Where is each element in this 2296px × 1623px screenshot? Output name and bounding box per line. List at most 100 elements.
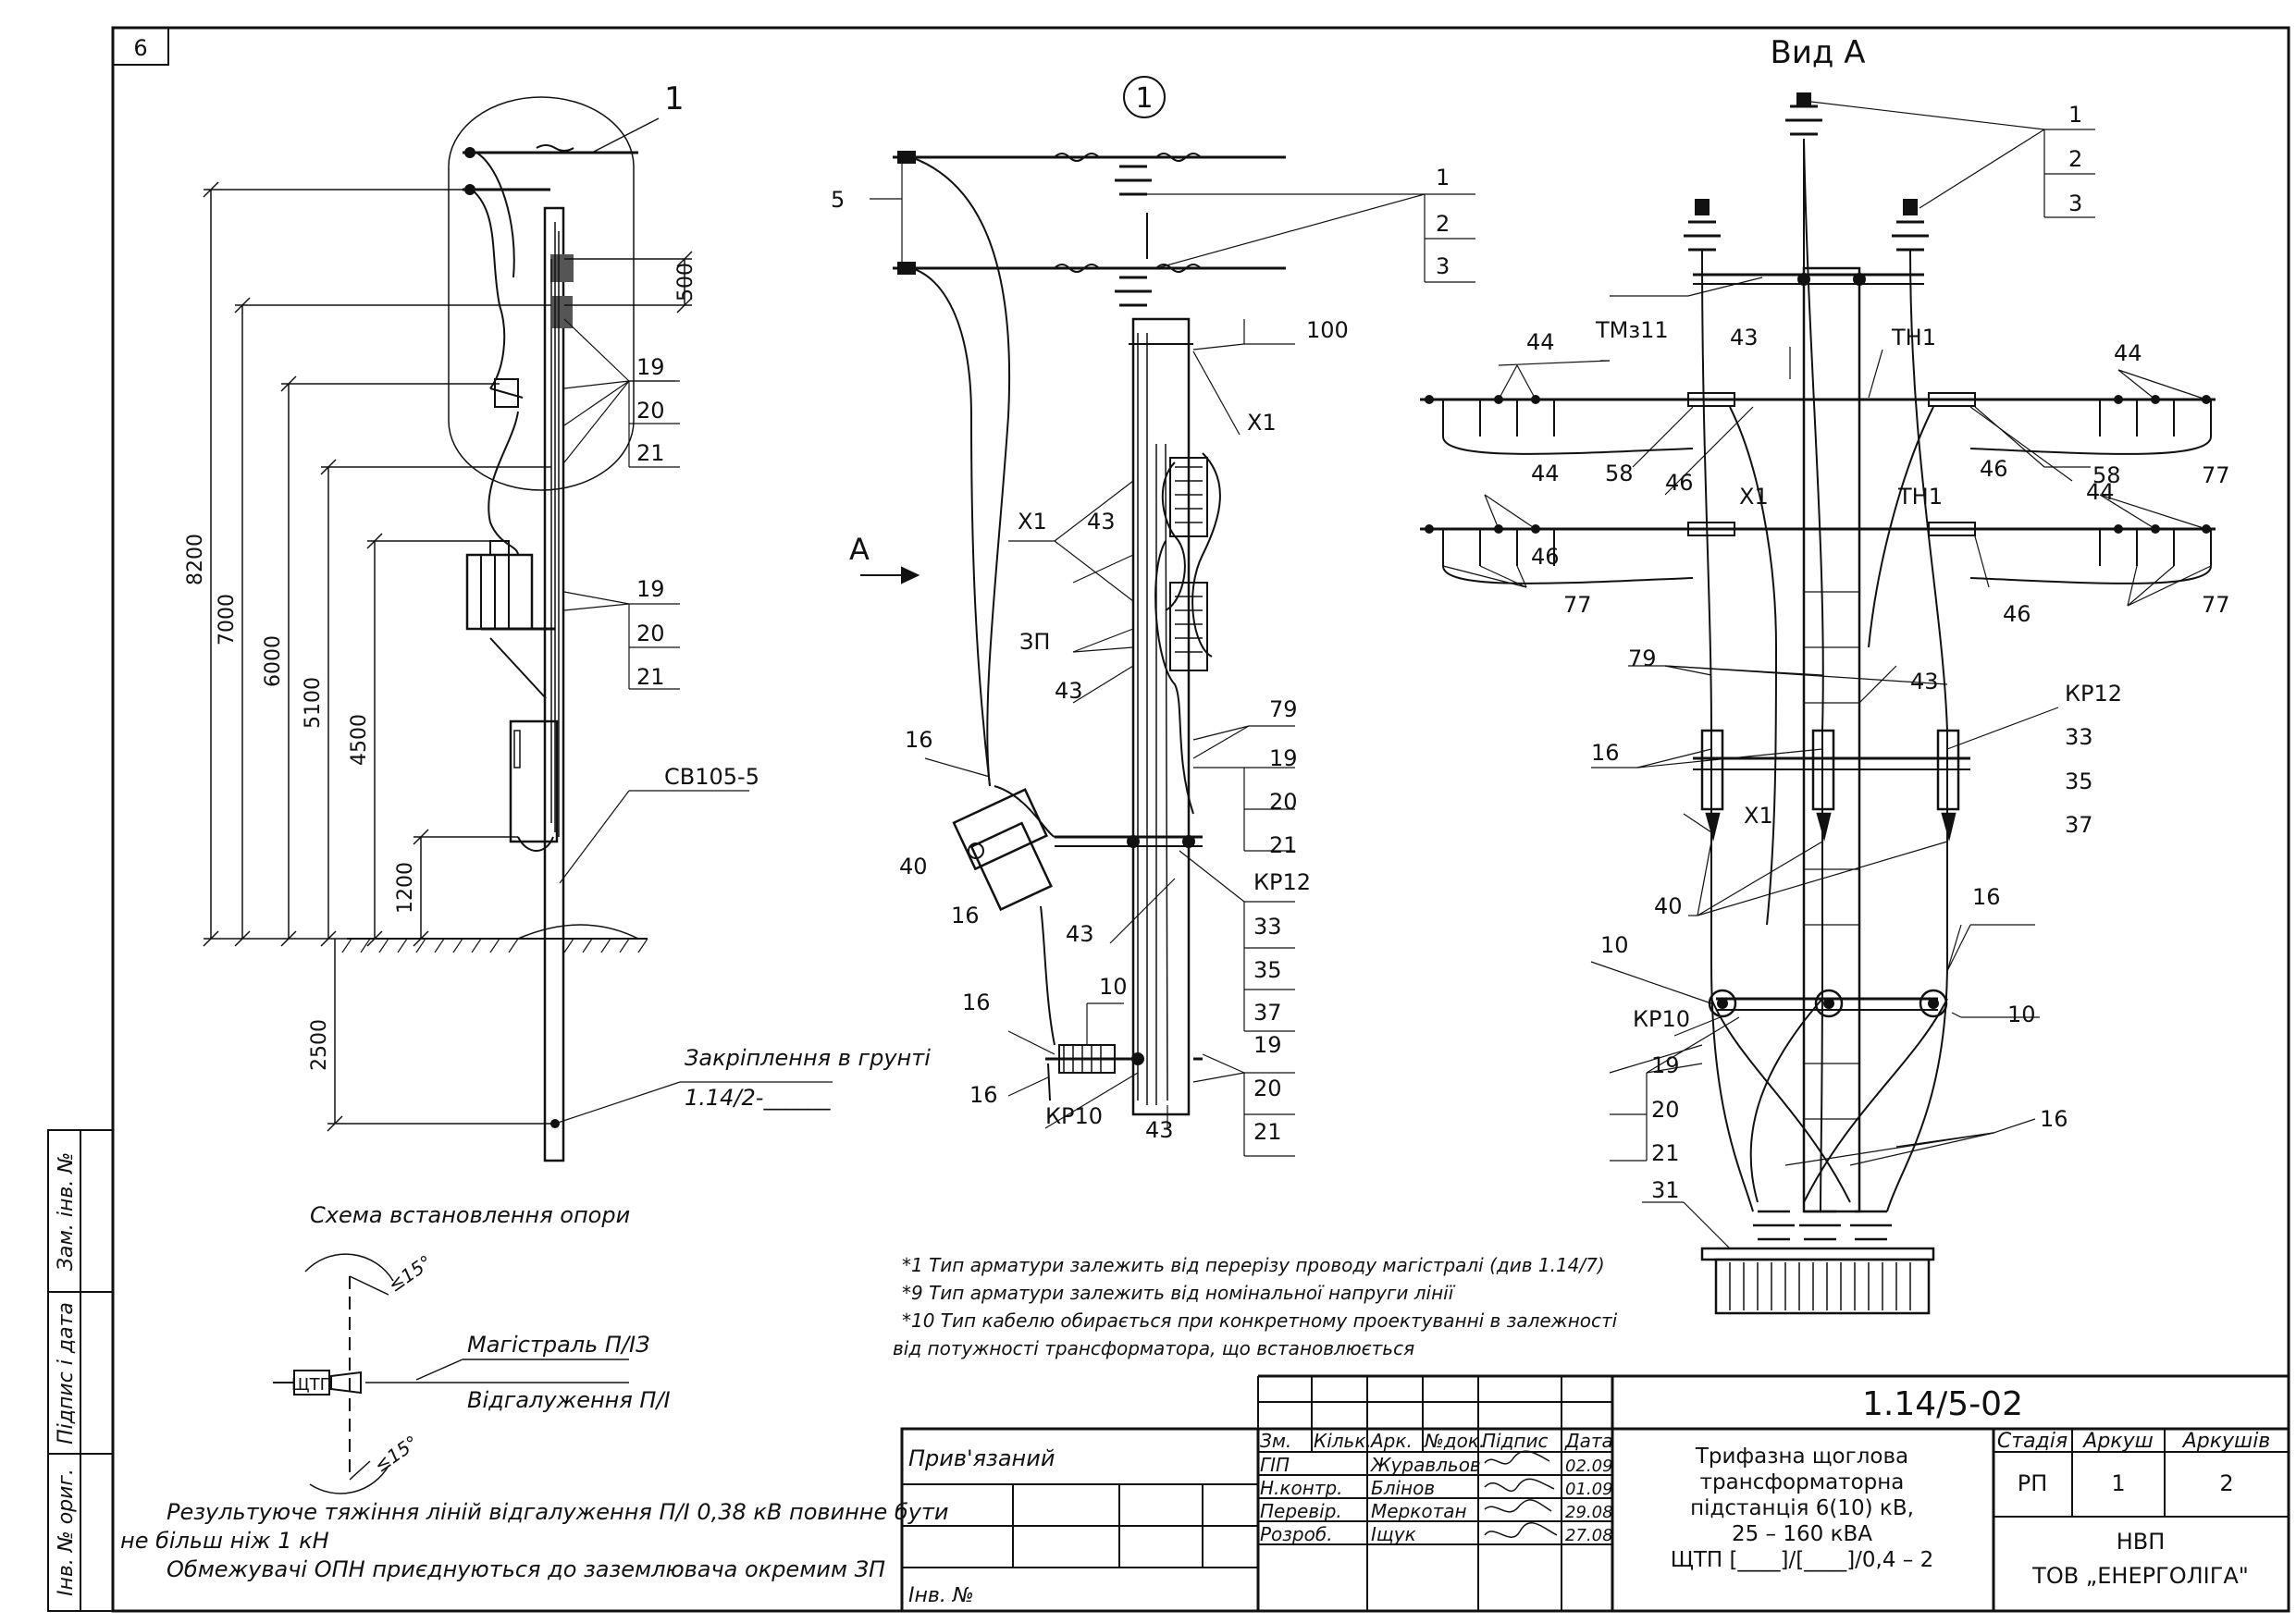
ref-19-b: 19 [1253,1032,1282,1058]
sheet-corner-box [112,27,169,66]
ground-fix-ref: 1.14/2-______ [685,1085,831,1111]
plan-angle-top: ≤15° [384,1250,437,1297]
sheet-corner-number: 6 [133,35,147,61]
callout-number-middle: 1 [1135,82,1153,115]
ref-20-upper: 20 [636,398,665,424]
tb-header-doc: №док. [1424,1430,1485,1452]
dim-8200: 8200 [184,534,207,585]
view-a-ref-31: 31 [1651,1177,1680,1203]
tb-name-4: Іщук [1371,1523,1416,1545]
view-a-ref-58-a: 58 [1605,461,1634,486]
tb-desc-3: підстанція 6(10) кВ, [1690,1496,1914,1520]
dim-7000: 7000 [216,594,239,646]
pole-type-label: СВ105-5 [664,764,759,790]
tb-header-kilk: Кільк. [1314,1430,1372,1452]
dim-5100: 5100 [302,677,325,729]
view-a-ref-10-b: 10 [2007,1002,2036,1027]
clamp-group-lower [1169,582,1208,671]
tb-inv-no: Інв. № [908,1584,974,1607]
footnote-9: *9 Тип арматури залежить від номінальної… [902,1282,1456,1304]
pole-scheme-caption: Схема встановлення опори [310,1202,630,1228]
stamp-sign-date: Підпис і дата [55,1302,78,1445]
view-a-ref-33: 33 [2065,724,2093,750]
plan-branch-line: Відгалуження П/І [467,1387,671,1413]
callout-number-left: 1 [664,80,685,117]
dim-1200: 1200 [394,862,417,914]
stamp-replace-inv: Зам. інв. № [55,1152,78,1272]
view-a-ref-2: 2 [2068,146,2082,172]
view-a-title: Вид А [1771,34,1866,71]
ref-20-a: 20 [1269,789,1298,815]
ref-5: 5 [831,187,845,213]
view-a-ref-43-b: 43 [1910,669,1939,695]
ground-fix-title: Закріплення в грунті [685,1045,931,1071]
ref-2: 2 [1436,211,1450,237]
tb-stage-label: Стадія [1997,1430,2068,1453]
tb-org-1: НВП [2117,1529,2166,1555]
stamp-orig-inv: Інв. № ориг. [55,1469,78,1596]
ref-100: 100 [1306,317,1349,343]
view-a-ref-16-c: 16 [2040,1106,2068,1132]
tb-header-ark: Арк. [1369,1430,1413,1452]
transformer-side [465,553,534,631]
ref-43-b: 43 [1055,678,1083,704]
fuse-cutouts [1700,729,1960,842]
view-a-ref-77-c: 77 [2202,592,2230,618]
view-a-ref-44-a: 44 [1526,329,1555,355]
ref-40: 40 [899,854,928,879]
ref-19-a: 19 [1269,745,1298,771]
tb-org-2: ТОВ „ЕНЕРГОЛІГА" [2031,1563,2249,1589]
view-a-ref-77-b: 77 [1563,592,1592,618]
clamp-group-upper [1169,457,1208,537]
view-a-ref-46-b: 46 [1980,456,2008,482]
ref-21-lower: 21 [636,664,665,690]
ref-19-upper: 19 [636,354,665,380]
tb-date-2: 01.09 [1565,1480,1613,1499]
view-a-ref-16-a: 16 [1591,740,1620,766]
view-a-ref-44-b: 44 [2114,340,2142,366]
dim-2500: 2500 [308,1019,331,1071]
view-a-ref-77-a: 77 [2202,462,2230,488]
ref-21-b: 21 [1253,1119,1282,1145]
view-a-ref-44-c: 44 [1531,461,1560,486]
view-a-ref-43-a: 43 [1730,325,1759,350]
tb-drawing-code: 1.14/5-02 [1862,1385,2023,1423]
tb-name-1: Журавльов [1369,1454,1481,1476]
view-a-ref-tn1-b: ТН1 [1897,484,1943,510]
tb-attached: Прив'язаний [908,1445,1055,1471]
transformer-front [1700,1210,1935,1315]
ref-16-c: 16 [962,990,991,1015]
view-a-ref-1: 1 [2068,102,2082,128]
view-a-ref-46-c: 46 [1531,544,1560,570]
ref-zp: ЗП [1019,629,1050,655]
note-line-2: не більш ніж 1 кН [120,1528,329,1554]
dim-6000: 6000 [262,635,285,687]
ref-20-b: 20 [1253,1076,1282,1101]
plan-angle-bottom: ≤15° [370,1431,423,1477]
dim-500: 500 [674,263,697,301]
view-a-ref-58-b: 58 [2092,462,2121,488]
surge-arrester [952,785,1055,912]
ref-43-d: 43 [1145,1117,1174,1143]
ref-37: 37 [1253,1000,1282,1026]
view-a-ref-21: 21 [1651,1140,1680,1166]
view-a-ref-35: 35 [2065,768,2093,794]
view-a-ref-46-d: 46 [2003,601,2031,627]
tb-sheets: 2 [2219,1470,2233,1496]
ref-16-b: 16 [951,903,980,928]
tb-stage: РП [2018,1470,2048,1496]
ref-43-c: 43 [1066,921,1094,947]
plan-main-line: Магістраль П/ІЗ [467,1332,650,1358]
ref-10: 10 [1099,974,1128,1000]
pole-detail [1131,317,1191,1116]
dimension-lines [203,181,693,1132]
note-line-1: Результуюче тяжіння ліній відгалуження П… [167,1499,948,1525]
ref-kp12: КР12 [1253,869,1311,895]
ref-33: 33 [1253,914,1282,940]
pole [543,206,565,1162]
ref-kp10: КР10 [1045,1103,1103,1129]
plan-substation-label: ЩТП [291,1375,332,1395]
ref-x1-top: Х1 [1247,410,1277,436]
distribution-cabinet [509,719,559,843]
